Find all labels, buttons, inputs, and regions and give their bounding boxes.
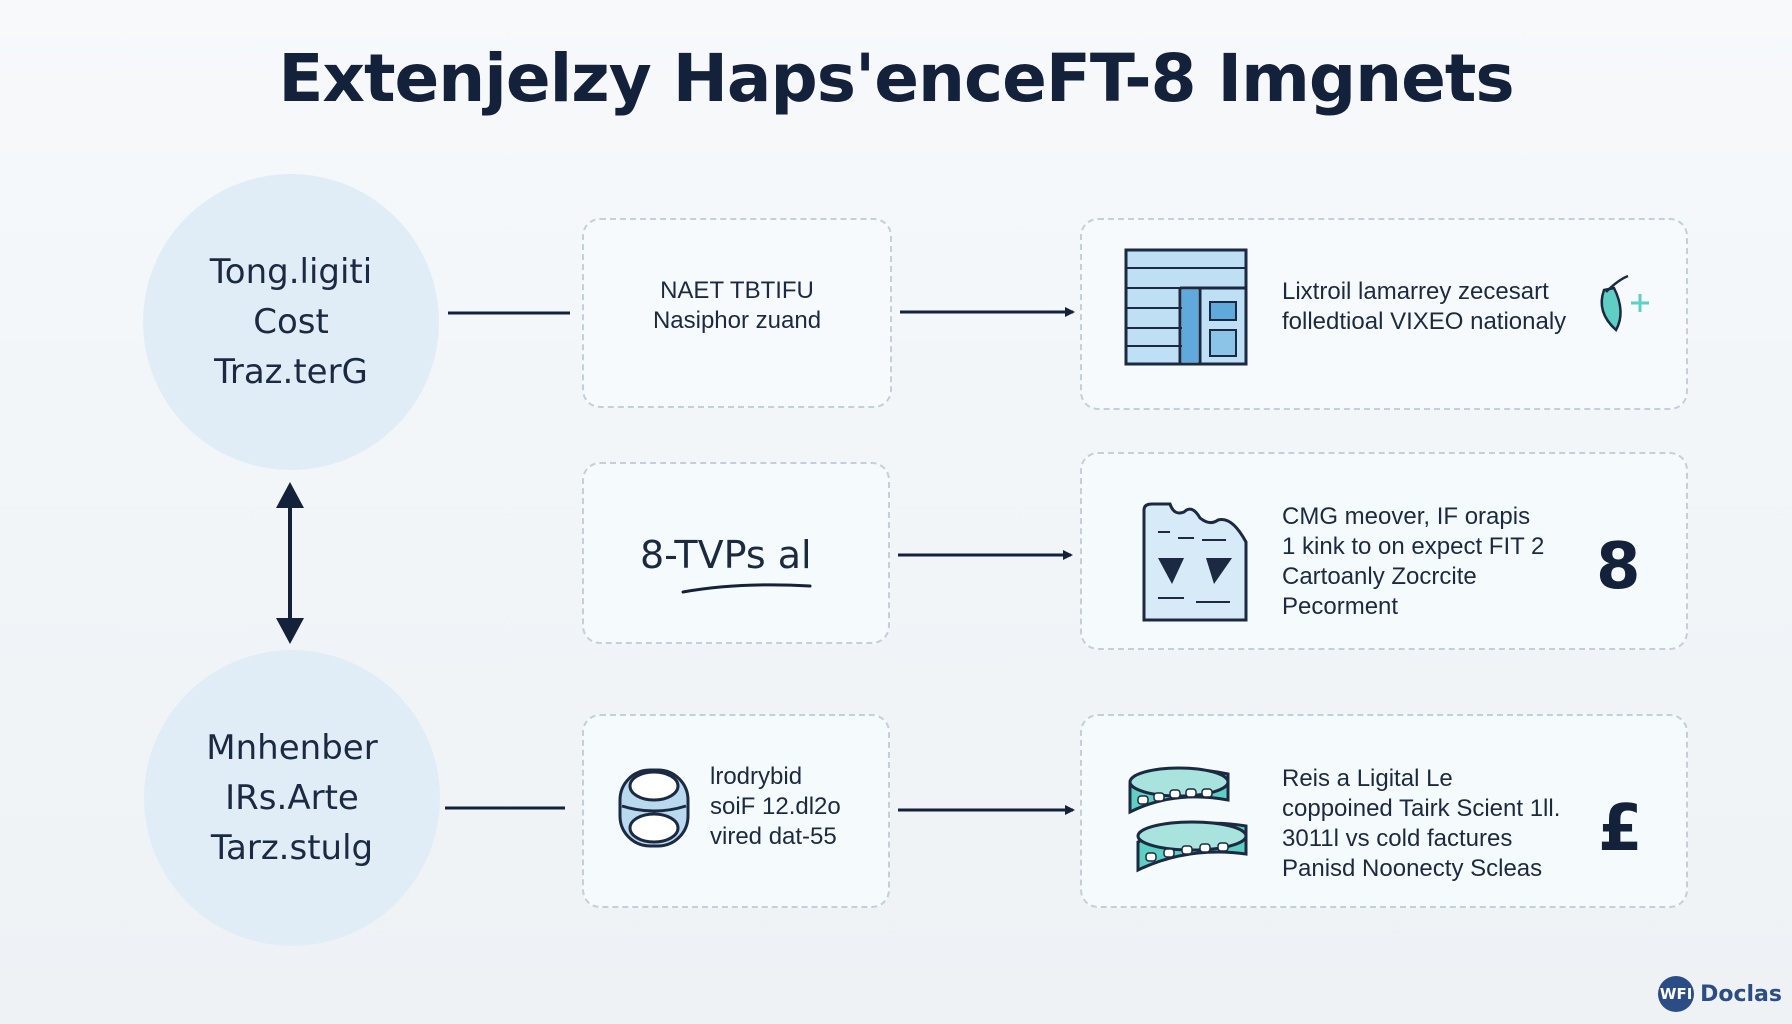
text-line: 3011l vs cold factures xyxy=(1282,825,1513,852)
text-line: vired dat-55 xyxy=(710,823,837,850)
text-line: CMG meover, IF orapis xyxy=(1282,503,1531,530)
text-line: folledtioal VIXEO nationaly xyxy=(1282,308,1567,335)
text-line: Panisd Noonecty Scleas xyxy=(1282,855,1543,882)
circle-line: Tong.ligiti xyxy=(209,252,373,292)
middle-box-2-handwritten: 8-TVPs al xyxy=(640,533,812,577)
text-line: Lixtroil lamarrey zecesart xyxy=(1282,278,1549,305)
text-line: Reis a Ligital Le xyxy=(1282,765,1453,792)
text-line: 1 kink to on expect FIT 2 xyxy=(1282,533,1545,560)
middle-box-1 xyxy=(582,218,892,408)
circle-line: IRs.Arte xyxy=(225,778,359,818)
layout-grid-icon xyxy=(1124,246,1248,373)
double-arrow-down-head xyxy=(276,618,304,644)
source-circle-top: Tong.ligiti Cost Traz.terG xyxy=(143,174,439,470)
cylinder-icon xyxy=(614,756,694,865)
brand-name: Doclas xyxy=(1700,981,1782,1007)
right-box-2-text: CMG meover, IF orapis 1 kink to on expec… xyxy=(1282,502,1544,622)
leaf-plus-icon xyxy=(1594,272,1650,341)
diagram-title: Extenjelzy Haps'enceFT-8 Imgnets xyxy=(278,40,1514,117)
right-box-3 xyxy=(1080,714,1688,908)
text-line: lrodrybid xyxy=(710,763,803,790)
brand-watermark: WFI Doclas xyxy=(1658,976,1782,1012)
double-arrow-up-head xyxy=(276,482,304,508)
right-box-2-badge: 8 xyxy=(1596,530,1641,604)
text-line: Cartoanly Zocrcite xyxy=(1282,563,1477,590)
middle-box-2 xyxy=(582,462,890,644)
text-line: soiF 12.dl2o xyxy=(710,793,841,820)
source-circle-bottom: Mnhenber IRs.Arte Tarz.stulg xyxy=(144,650,440,946)
text-line: NAET TBTIFU xyxy=(660,277,814,304)
middle-box-3-text: lrodrybid soiF 12.dl2o vired dat-55 xyxy=(710,762,841,852)
brand-logo: WFI xyxy=(1658,976,1695,1012)
circle-line: Tarz.stulg xyxy=(210,828,374,868)
right-box-1-text: Lixtroil lamarrey zecesart folledtioal V… xyxy=(1282,277,1566,337)
text-line: Nasiphor zuand xyxy=(652,307,822,334)
circle-line: Mnhenber xyxy=(206,728,378,768)
circle-line: Cost xyxy=(253,302,329,342)
circle-line: Traz.terG xyxy=(214,352,368,392)
tape-rolls-icon xyxy=(1124,756,1256,889)
right-box-3-badge: £ xyxy=(1598,792,1643,866)
text-line: Pecorment xyxy=(1282,593,1399,620)
text-line: coppoined Tairk Scient 1ll. xyxy=(1282,795,1561,822)
middle-box-1-text: NAET TBTIFU Nasiphor zuand xyxy=(582,276,892,336)
right-box-3-text: Reis a Ligital Le coppoined Tairk Scient… xyxy=(1282,764,1560,884)
document-map-icon xyxy=(1140,502,1250,629)
